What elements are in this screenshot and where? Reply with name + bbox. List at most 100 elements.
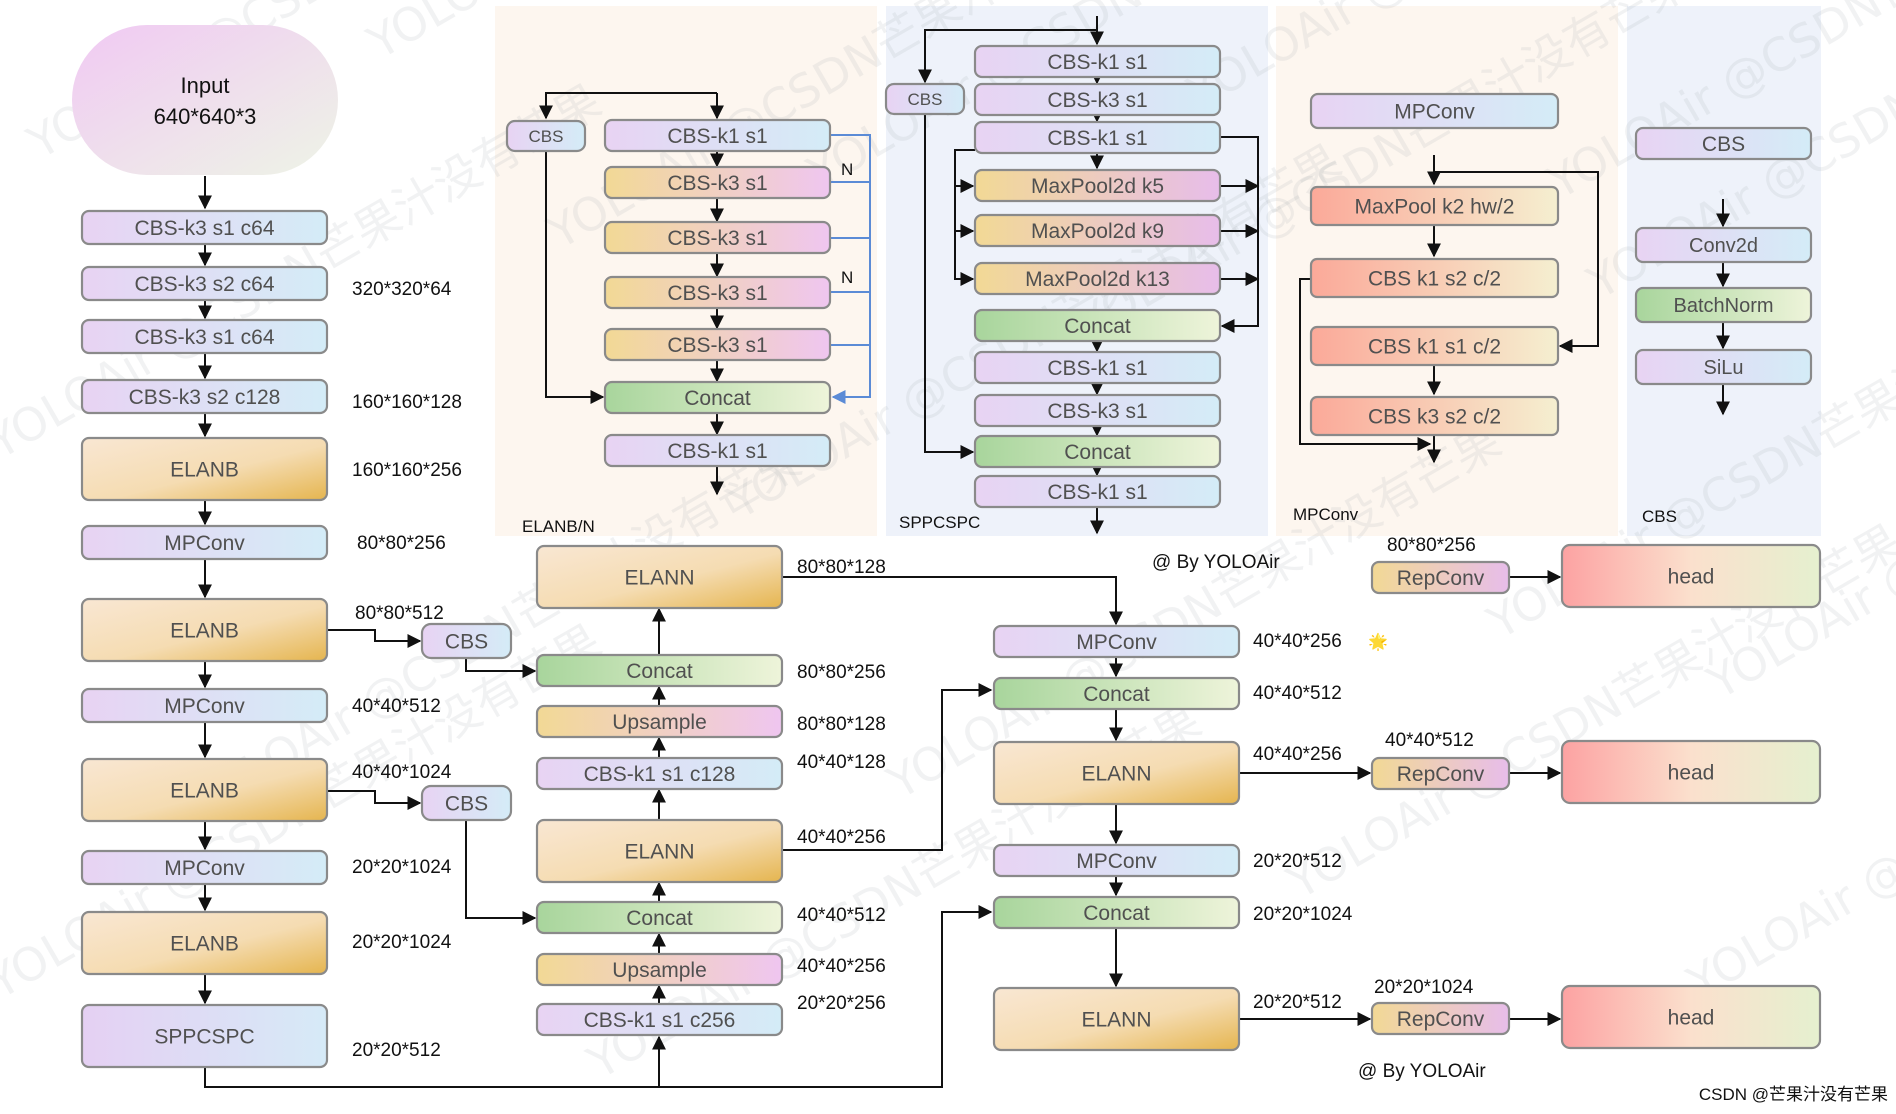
backbone-node-3-label: CBS-k3 s2 c128 [129,386,281,409]
sppcspc-node-6-label: Concat [1064,315,1131,338]
elanb-node-1: CBS-k3 s1 [603,165,832,200]
head-node-0: head [1560,543,1822,609]
neck-left-node-3: CBS-k1 s1 c128 [535,756,784,791]
neck-left-node-4-label: ELANN [624,841,694,864]
repconv-node-1-label: RepConv [1397,763,1485,786]
mpconv-node-maxpool-label: MaxPool k2 hw/2 [1355,196,1515,219]
cbs-panel-node-1: Conv2d [1634,226,1813,264]
rep-dim-2: 20*20*1024 [1374,977,1474,998]
backbone-node-0-label: CBS-k3 s1 c64 [134,217,274,240]
cbs-panel-node-0: CBS [1634,126,1813,161]
cbs-panel-node-2: BatchNorm [1634,286,1813,324]
neck-left-node-7-label: CBS-k1 s1 c256 [584,1009,736,1032]
mpconv-node-cbs-a-label: CBS k1 s2 c/2 [1368,268,1501,291]
connector-arrow [465,658,537,678]
neck-right-node-4: Concat [992,895,1241,930]
neck-right-node-5: ELANN [992,986,1241,1052]
neck-right-node-4-label: Concat [1083,902,1150,925]
credit-top: @ By YOLOAir [1152,552,1280,573]
connector-arrow [204,905,993,1088]
backbone-dim-4: 80*80*512 [355,603,444,624]
mpconv-node-cbs-c-label: CBS k3 s2 c/2 [1368,406,1501,429]
input-label: Input [181,73,230,98]
sppcspc-panel-title: SPPCSPC [899,513,980,532]
backbone-node-4-label: ELANB [170,459,239,482]
neck-right-node-0-label: MPConv [1076,631,1157,654]
backbone-node-0: CBS-k3 s1 c64 [80,209,329,246]
neck-left-dim-2: 80*80*128 [797,714,886,735]
elanb-node-3: CBS-k3 s1 [603,275,832,310]
elanb-node-0: CBS-k1 s1 [603,118,832,153]
backbone-dim-8: 20*20*1024 [352,932,452,953]
backbone-side-cbs-1: CBS [420,784,513,822]
elanb-node-3-label: CBS-k3 s1 [667,282,767,305]
backbone-node-11: SPPCSPC [80,1003,329,1069]
neck-right-node-2-label: ELANN [1081,763,1151,786]
elanb-node-2: CBS-k3 s1 [603,220,832,255]
sppcspc-node-7-label: CBS-k1 s1 [1047,357,1147,380]
cbs-panel-node-3-label: SiLu [1703,357,1743,379]
neck-left-node-6: Upsample [535,952,784,987]
sppcspc-node-2: CBS-k1 s1 [973,120,1222,155]
connector-arrow [1434,171,1599,353]
neck-left-node-0: ELANN [535,544,784,610]
elanb-node-2-label: CBS-k3 s1 [667,227,767,250]
sppcspc-node-8: CBS-k3 s1 [973,393,1222,428]
neck-left-node-7: CBS-k1 s1 c256 [535,1002,784,1037]
cbs-panel-node-2-label: BatchNorm [1673,295,1773,317]
mpconv-node-maxpool: MaxPool k2 hw/2 [1309,185,1560,227]
neck-left-dim-6: 40*40*256 [797,956,886,977]
rep-dim-1: 40*40*512 [1385,730,1474,751]
repconv-node-1: RepConv [1370,756,1511,791]
connector-arrow [545,152,605,404]
neck-left-node-2: Upsample [535,704,784,739]
neck-right-dim-4: 20*20*1024 [1253,904,1353,925]
backbone-dim-3: 80*80*256 [357,533,446,554]
elanb-node-0-label: CBS-k1 s1 [667,125,767,148]
sppcspc-node-10-label: CBS-k1 s1 [1047,481,1147,504]
connector-arrow [465,820,537,925]
head-node-1-label: head [1668,762,1715,785]
elanb-side-cbs: CBS [505,119,587,153]
sppcspc-node-10: CBS-k1 s1 [973,474,1222,509]
connector-arrow [539,92,717,120]
sppcspc-node-7: CBS-k1 s1 [973,350,1222,385]
backbone-node-3: CBS-k3 s2 c128 [80,378,329,415]
backbone-node-11-label: SPPCSPC [154,1026,254,1049]
neck-right-node-5-label: ELANN [1081,1009,1151,1032]
backbone-node-2: CBS-k3 s1 c64 [80,318,329,355]
sppcspc-node-0: CBS-k1 s1 [973,44,1222,79]
neck-left-node-1-label: Concat [626,660,693,683]
sppcspc-node-3: MaxPool2d k5 [973,168,1222,203]
elanb-node-4-label: CBS-k3 s1 [667,334,767,357]
neck-left-dim-7: 20*20*256 [797,993,886,1014]
mpconv-node-cbs-b: CBS k1 s1 c/2 [1309,325,1560,367]
elanb-panel-title: ELANB/N [522,517,595,536]
mpconv-title-node-label: MPConv [1394,101,1475,124]
cbs-panel-title: CBS [1642,507,1677,526]
sppcspc-side-cbs-label: CBS [908,90,943,109]
head-node-1: head [1560,739,1822,805]
neck-left-node-3-label: CBS-k1 s1 c128 [584,763,736,786]
elanb-side-cbs-label: CBS [529,127,564,146]
neck-right-node-3-label: MPConv [1076,850,1157,873]
neck-left-node-5-label: Concat [626,907,693,930]
mpconv-node-cbs-c: CBS k3 s2 c/2 [1309,395,1560,437]
backbone-dim-0: 320*320*64 [352,279,452,300]
sparkle-icon: 🌟 [1368,632,1388,651]
backbone-dim-7: 20*20*1024 [352,857,452,878]
backbone-node-9: MPConv [80,849,329,886]
backbone-node-2-label: CBS-k3 s1 c64 [134,326,274,349]
connector-arrow [327,629,422,648]
backbone-node-5: MPConv [80,524,329,561]
backbone-side-cbs-0-label: CBS [445,631,488,654]
backbone-node-9-label: MPConv [164,857,245,880]
neck-left-dim-4: 40*40*256 [797,827,886,848]
head-node-2: head [1560,984,1822,1050]
rep-dim-0: 80*80*256 [1387,535,1476,556]
elanb-node-4: CBS-k3 s1 [603,327,832,362]
backbone-node-7: MPConv [80,687,329,724]
sppcspc-node-5-label: MaxPool2d k13 [1025,268,1170,291]
